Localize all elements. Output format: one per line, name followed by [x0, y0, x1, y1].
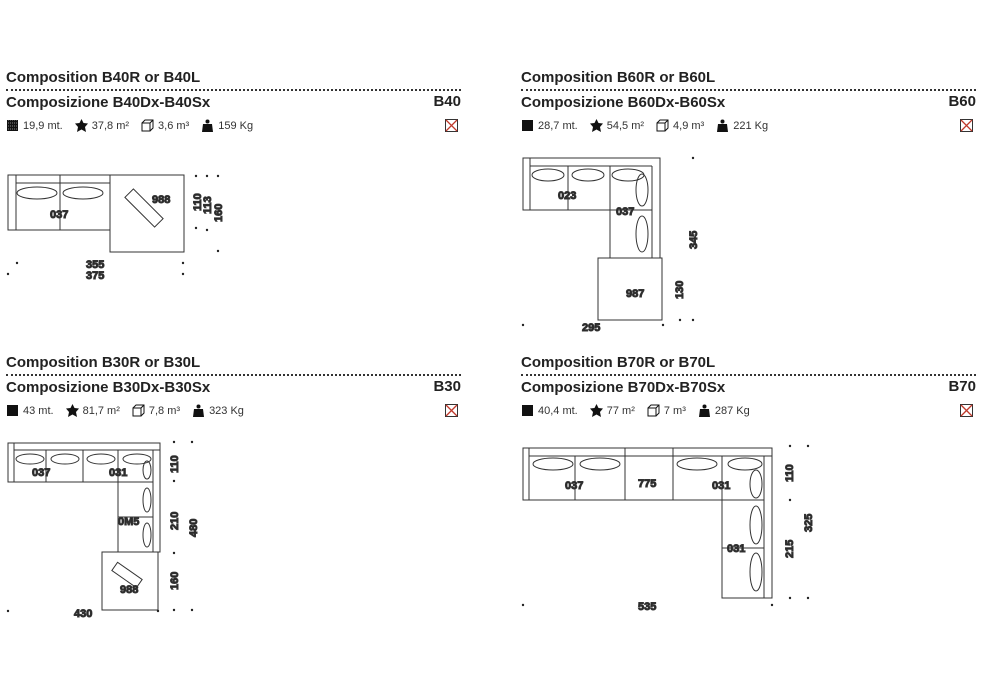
plan-b70: 037 775 031 031 110 215 325 535 — [521, 444, 816, 614]
leather-length-icon — [521, 404, 534, 417]
hide-area-icon — [74, 119, 88, 132]
not-available-icon — [445, 404, 458, 417]
stats-row: 40,4 mt. 77 m² 7 m³ 287 Kg — [521, 404, 758, 417]
area-value: 37,8 m² — [91, 119, 130, 132]
panel-b40: Composition B40R or B40L Composizione B4… — [6, 69, 461, 132]
module-label: 037 — [616, 206, 634, 218]
stats-row: 43 mt. 81,7 m² 7,8 m³ 323 Kg — [6, 404, 252, 417]
module-label: 037 — [565, 480, 583, 492]
volume-box-icon — [656, 119, 669, 132]
weight-icon — [192, 404, 205, 417]
weight-value: 287 Kg — [714, 404, 750, 417]
weight-icon — [201, 119, 214, 132]
composition-title: Composition B40R or B40L — [6, 69, 201, 86]
dimension-label: 535 — [638, 601, 656, 613]
volume-value: 4,9 m³ — [673, 119, 705, 132]
hide-area-icon — [589, 119, 603, 132]
panel-b60: Composition B60R or B60L Composizione B6… — [521, 69, 976, 132]
composition-title: Composition B60R or B60L — [521, 69, 716, 86]
not-available-icon — [960, 119, 973, 132]
plan-b40: 037 988 110 113 160 355 375 — [6, 174, 226, 283]
stats-row: 19,9 mt. 37,8 m² 3,6 m³ 159 Kg — [6, 119, 261, 132]
volume-value: 3,6 m³ — [158, 119, 190, 132]
volume-box-icon — [132, 404, 145, 417]
module-label: 037 — [32, 467, 50, 479]
leather-length-icon — [6, 119, 19, 132]
hide-area-icon — [589, 404, 603, 417]
volume-box-icon — [647, 404, 660, 417]
dimension-label: 375 — [86, 270, 104, 282]
divider — [6, 374, 461, 376]
dimension-label: 325 — [803, 514, 815, 532]
area-value: 54,5 m² — [606, 119, 645, 132]
composition-subtitle: Composizione B70Dx-B70Sx — [521, 379, 726, 396]
not-available-icon — [445, 119, 458, 132]
module-label: 037 — [50, 209, 68, 221]
weight-icon — [698, 404, 711, 417]
dimension-label: 130 — [674, 281, 686, 299]
weight-value: 159 Kg — [218, 119, 254, 132]
divider — [521, 89, 976, 91]
module-label: 987 — [626, 288, 644, 300]
dimension-label: 160 — [169, 572, 181, 590]
dimension-label: 215 — [784, 540, 796, 558]
length-value: 28,7 mt. — [538, 119, 578, 132]
leather-length-icon — [6, 404, 19, 417]
dimension-label: 355 — [86, 259, 104, 271]
dimension-label: 210 — [169, 512, 181, 530]
dimension-label: 295 — [582, 322, 600, 334]
dimension-label: 480 — [188, 519, 200, 537]
composition-code: B40 — [433, 93, 461, 110]
divider — [6, 89, 461, 91]
composition-subtitle: Composizione B60Dx-B60Sx — [521, 94, 726, 111]
dimension-label: 110 — [169, 455, 181, 473]
module-label: 031 — [727, 543, 745, 555]
plan-b60: 023 037 987 345 130 295 — [521, 156, 701, 335]
volume-value: 7,8 m³ — [148, 404, 181, 417]
module-label: 0M5 — [118, 516, 139, 528]
dimension-label: 430 — [74, 608, 92, 620]
composition-subtitle: Composizione B40Dx-B40Sx — [6, 94, 211, 111]
module-label: 775 — [638, 478, 656, 490]
plan-b30: 037 031 0M5 988 110 210 480 160 430 — [6, 440, 201, 621]
dimension-label: 345 — [688, 231, 700, 249]
module-label: 031 — [712, 480, 730, 492]
divider — [521, 374, 976, 376]
module-label: 988 — [152, 194, 170, 206]
composition-title: Composition B70R or B70L — [521, 354, 716, 371]
module-label: 023 — [558, 190, 576, 202]
panel-b70: Composition B70R or B70L Composizione B7… — [521, 354, 976, 417]
dimension-label: 113 — [202, 196, 214, 214]
weight-value: 323 Kg — [209, 404, 244, 417]
stats-row: 28,7 mt. 54,5 m² 4,9 m³ 221 Kg — [521, 119, 776, 132]
panel-b30: Composition B30R or B30L Composizione B3… — [6, 354, 461, 417]
weight-icon — [716, 119, 729, 132]
module-label: 031 — [109, 467, 127, 479]
composition-title: Composition B30R or B30L — [6, 354, 201, 371]
composition-code: B30 — [433, 378, 461, 395]
volume-value: 7 m³ — [663, 404, 686, 417]
dimension-label: 110 — [784, 464, 796, 482]
length-value: 19,9 mt. — [23, 119, 63, 132]
hide-area-icon — [65, 404, 79, 417]
volume-box-icon — [141, 119, 154, 132]
composition-subtitle: Composizione B30Dx-B30Sx — [6, 379, 211, 396]
leather-length-icon — [521, 119, 534, 132]
module-label: 988 — [120, 584, 138, 596]
area-value: 77 m² — [606, 404, 635, 417]
area-value: 81,7 m² — [82, 404, 120, 417]
dimension-label: 160 — [213, 204, 225, 222]
weight-value: 221 Kg — [733, 119, 769, 132]
length-value: 43 mt. — [23, 404, 54, 417]
not-available-icon — [960, 404, 973, 417]
length-value: 40,4 mt. — [538, 404, 578, 417]
composition-code: B70 — [948, 378, 976, 395]
composition-code: B60 — [948, 93, 976, 110]
dimension-label: 110 — [192, 193, 204, 211]
